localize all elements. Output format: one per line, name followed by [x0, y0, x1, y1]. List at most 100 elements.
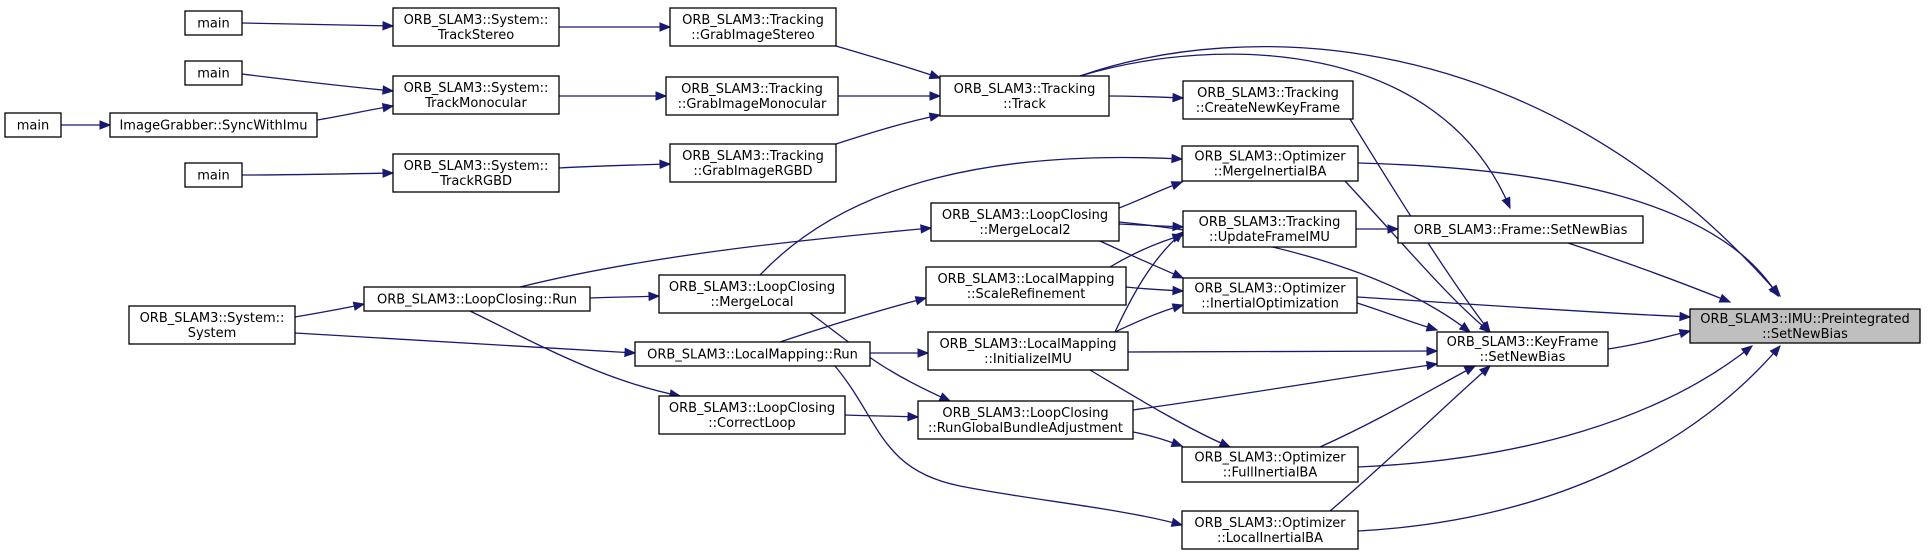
node-lcrun[interactable]: ORB_SLAM3::LoopClosing::Run — [363, 286, 591, 312]
node-label: ::InertialOptimization — [1201, 297, 1339, 312]
node-box — [1181, 145, 1359, 182]
node-grabrgbd[interactable]: ORB_SLAM3::Tracking::GrabImageRGBD — [669, 143, 837, 183]
node-box — [4, 112, 62, 138]
edge-system-to-lcrun — [294, 301, 366, 318]
node-label: main — [197, 67, 229, 82]
node-label: ORB_SLAM3::Optimizer — [1194, 282, 1346, 297]
node-lmrun[interactable]: ORB_SLAM3::LocalMapping::Run — [634, 341, 871, 367]
edge-lmrun-to-scalerefine — [779, 296, 928, 343]
edge-sysmono-to-grabmono — [558, 91, 668, 101]
node-box — [392, 7, 560, 47]
node-box — [1181, 510, 1359, 550]
node-label: ORB_SLAM3::LocalMapping::Run — [647, 348, 858, 363]
edge-line — [1357, 345, 1753, 468]
node-label: ORB_SLAM3::Tracking — [954, 82, 1096, 97]
edge-line — [241, 172, 394, 176]
node-mergeiba[interactable]: ORB_SLAM3::Optimizer::MergeInertialBA — [1181, 145, 1359, 182]
node-grabmono[interactable]: ORB_SLAM3::Tracking::GrabImageMonocular — [665, 76, 839, 116]
node-updateimu[interactable]: ORB_SLAM3::Tracking::UpdateFrameIMU — [1182, 210, 1357, 248]
node-label: ::ScaleRefinement — [967, 287, 1086, 302]
node-box — [927, 331, 1129, 371]
node-grabstereo[interactable]: ORB_SLAM3::Tracking::GrabImageStereo — [669, 7, 837, 47]
node-box — [665, 76, 839, 116]
edge-arrowhead — [624, 347, 637, 358]
edge-arrowhead — [1458, 321, 1472, 333]
node-label: ORB_SLAM3::System:: — [404, 81, 549, 96]
node-label: ORB_SLAM3::KeyFrame — [1447, 335, 1599, 350]
node-main2[interactable]: main — [184, 60, 243, 86]
edge-line — [1329, 365, 1491, 512]
edge-line — [1114, 231, 1184, 333]
edge-arrowhead — [655, 91, 668, 101]
node-box — [363, 286, 591, 312]
node-box — [1436, 331, 1609, 367]
edge-arrowhead — [1171, 231, 1185, 243]
edge-arrowhead — [1171, 269, 1185, 279]
node-label: ORB_SLAM3::Tracking — [1199, 215, 1341, 230]
edge-main3-to-grabber — [60, 120, 112, 130]
node-box — [1689, 308, 1921, 344]
node-box — [1182, 277, 1358, 314]
edge-line — [1357, 162, 1779, 297]
node-label: ::MergeLocal — [710, 295, 793, 310]
node-label: ORB_SLAM3::System:: — [404, 159, 549, 174]
node-label: ::MergeLocal2 — [979, 223, 1070, 238]
edge-arrowhead — [382, 168, 395, 178]
edge-line — [1356, 302, 1438, 331]
node-inertialopt[interactable]: ORB_SLAM3::Optimizer::InertialOptimizati… — [1182, 277, 1358, 314]
node-scalerefine[interactable]: ORB_SLAM3::LocalMapping::ScaleRefinement — [925, 266, 1127, 306]
edge-line — [1607, 330, 1691, 350]
edge-line — [1079, 53, 1511, 209]
node-keyframe[interactable]: ORB_SLAM3::KeyFrame::SetNewBias — [1436, 331, 1609, 367]
node-main3[interactable]: main — [4, 112, 62, 138]
edge-mergelocal2-to-updateimu — [1118, 221, 1185, 232]
node-box — [128, 305, 296, 345]
node-box — [184, 162, 243, 188]
node-label: ORB_SLAM3::System:: — [404, 13, 549, 28]
edge-line — [1356, 296, 1691, 318]
node-sysrgbd[interactable]: ORB_SLAM3::System::TrackRGBD — [392, 153, 560, 193]
node-rungba[interactable]: ORB_SLAM3::LoopClosing::RunGlobalBundleA… — [917, 400, 1134, 440]
node-initimu[interactable]: ORB_SLAM3::LocalMapping::InitializeIMU — [927, 331, 1129, 371]
edge-arrowhead — [1426, 346, 1439, 356]
node-createkf[interactable]: ORB_SLAM3::Tracking::CreateNewKeyFrame — [1182, 80, 1354, 120]
node-fulliba[interactable]: ORB_SLAM3::Optimizer::FullInertialBA — [1181, 446, 1359, 483]
node-system[interactable]: ORB_SLAM3::System::System — [128, 305, 296, 345]
node-label: ORB_SLAM3::LocalMapping — [939, 337, 1116, 352]
edge-arrowhead — [1678, 328, 1692, 339]
edge-arrowhead — [1218, 438, 1232, 448]
node-grabber[interactable]: ImageGrabber::SyncWithImu — [109, 112, 318, 138]
node-sysstereo[interactable]: ORB_SLAM3::System::TrackStereo — [392, 7, 560, 47]
edge-arrowhead — [1478, 365, 1492, 377]
edge-mergelocal-to-rungba — [809, 312, 952, 402]
edge-inertialopt-to-keyframe — [1356, 302, 1439, 332]
node-frame[interactable]: ORB_SLAM3::Frame::SetNewBias — [1397, 215, 1644, 244]
node-main1[interactable]: main — [184, 10, 243, 36]
node-label: TrackMonocular — [424, 96, 527, 111]
edge-arrowhead — [929, 91, 942, 101]
node-box — [669, 143, 837, 183]
node-label: ORB_SLAM3::Tracking — [681, 82, 823, 97]
edge-arrowhead — [1740, 345, 1754, 357]
edge-localiba-to-target — [1357, 344, 1781, 532]
node-correctloop[interactable]: ORB_SLAM3::LoopClosing::CorrectLoop — [658, 395, 846, 435]
edge-arrowhead — [928, 70, 942, 80]
node-box — [392, 153, 560, 193]
node-mergelocal2[interactable]: ORB_SLAM3::LoopClosing::MergeLocal2 — [930, 202, 1120, 242]
node-main4[interactable]: main — [184, 162, 243, 188]
node-sysmono[interactable]: ORB_SLAM3::System::TrackMonocular — [392, 75, 560, 115]
node-target[interactable]: ORB_SLAM3::IMU::Preintegrated::SetNewBia… — [1689, 308, 1921, 344]
edge-arrowhead — [1172, 221, 1185, 232]
edge-sysstereo-to-grabstereo — [559, 22, 672, 32]
edge-initimu-to-updateimu — [1114, 231, 1185, 333]
node-box — [930, 202, 1120, 242]
node-localiba[interactable]: ORB_SLAM3::Optimizer::LocalInertialBA — [1181, 510, 1359, 550]
edge-line — [1344, 180, 1491, 333]
node-track[interactable]: ORB_SLAM3::Tracking::Track — [939, 75, 1110, 117]
node-label: TrackRGBD — [439, 174, 512, 189]
edge-arrowhead — [1172, 92, 1185, 103]
edge-track-to-createkf — [1108, 92, 1185, 103]
edge-arrowhead — [99, 120, 112, 130]
node-mergelocal[interactable]: ORB_SLAM3::LoopClosing::MergeLocal — [658, 274, 846, 314]
